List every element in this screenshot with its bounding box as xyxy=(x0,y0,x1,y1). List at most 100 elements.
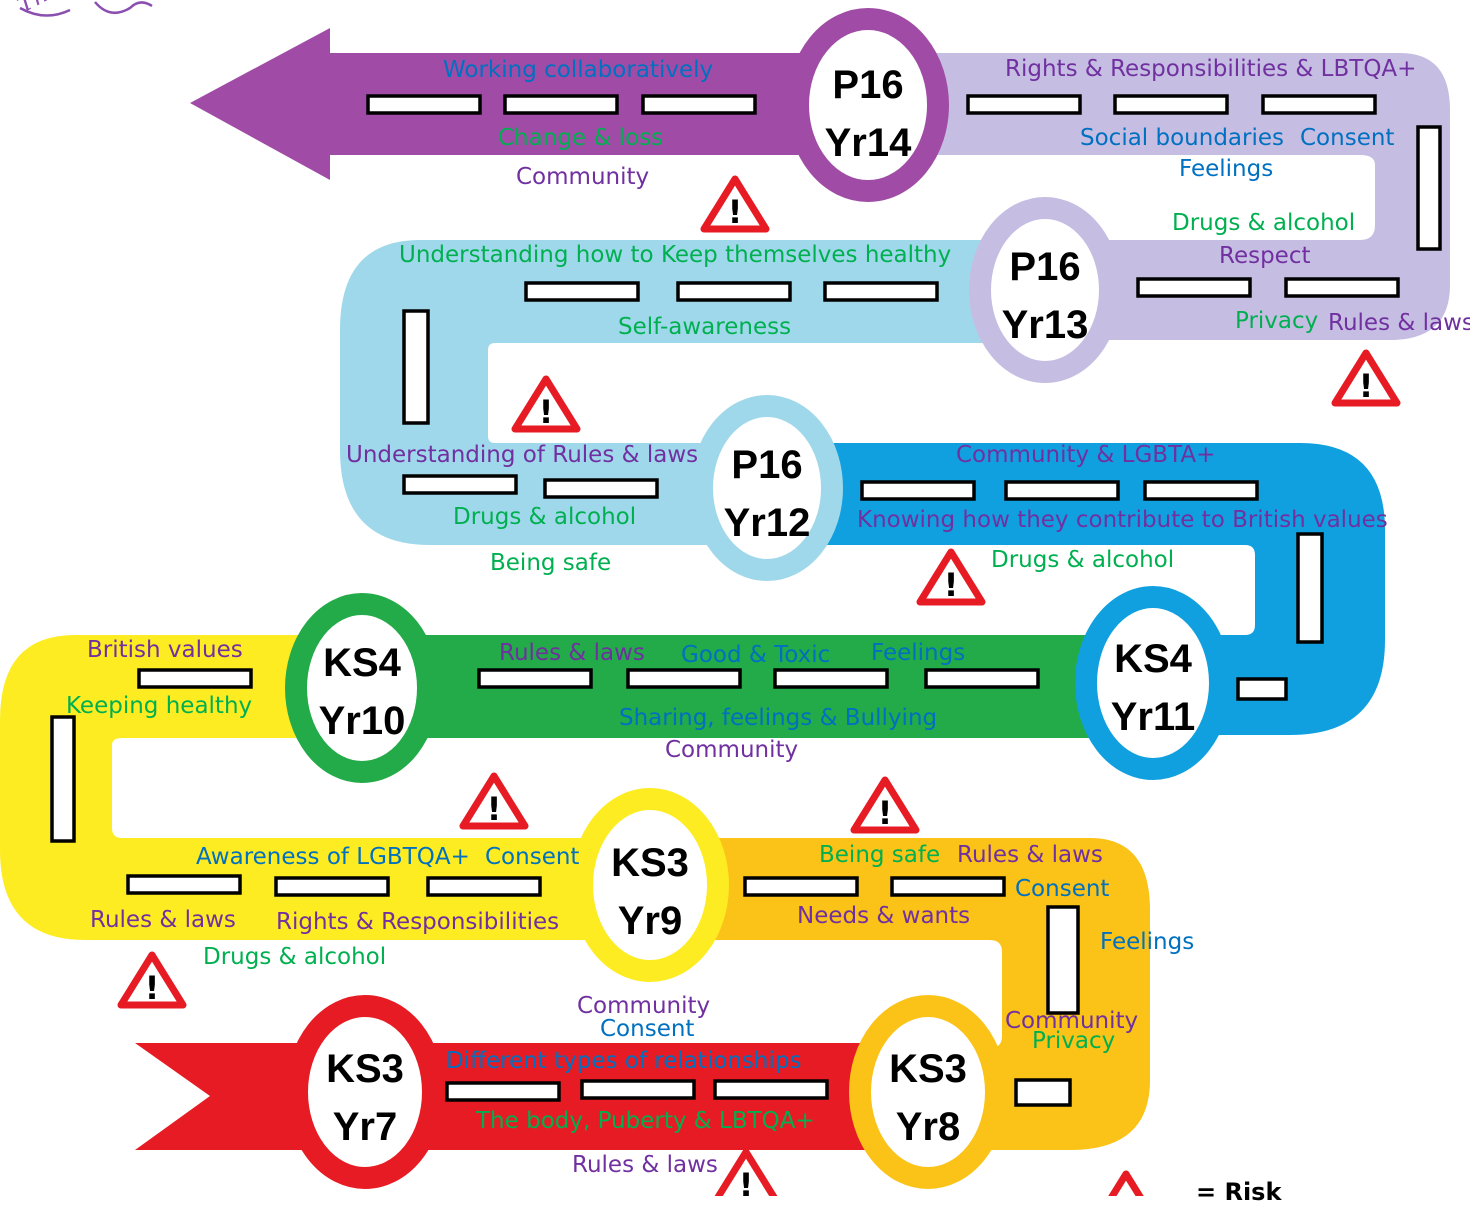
stage-circle-yr11 xyxy=(1075,586,1231,780)
topic-label: Understanding how to Keep themselves hea… xyxy=(399,242,952,268)
topic-label: Rules & laws xyxy=(90,907,236,933)
stage-circle-yr10 xyxy=(285,593,439,783)
topic-label: Drugs & alcohol xyxy=(203,944,387,970)
topic-label: Drugs & alcohol xyxy=(453,504,637,530)
topic-label: Rights & Responsibilities xyxy=(276,909,560,935)
topic-label: Consent xyxy=(600,1016,695,1042)
road-yr9-orange xyxy=(650,838,1150,1150)
topic-label: Community xyxy=(577,993,711,1019)
topic-label: Community xyxy=(1005,1008,1139,1034)
stage-circle-yr7 xyxy=(286,995,444,1189)
stage-year: Yr8 xyxy=(895,1105,961,1149)
topic-label: Privacy xyxy=(1235,308,1319,334)
stage-name: P16 xyxy=(1009,245,1081,289)
stage-name: KS4 xyxy=(1114,637,1192,681)
topic-label: Community xyxy=(516,164,650,190)
stage-year: Yr7 xyxy=(332,1105,398,1149)
risk-icon: ! xyxy=(700,175,770,233)
stage-name: KS3 xyxy=(326,1047,404,1091)
road-yr12-lightblue xyxy=(340,240,1045,545)
risk-icon: ! xyxy=(459,772,529,830)
stage-name: P16 xyxy=(832,63,904,107)
legend-risk-icon xyxy=(1108,1170,1144,1196)
stage-name: KS4 xyxy=(323,641,401,685)
topic-label: Working collaboratively xyxy=(443,57,714,83)
topic-label: Drugs & alcohol xyxy=(991,547,1175,573)
topic-label: Being safe xyxy=(819,842,941,868)
stage-name: KS3 xyxy=(611,841,689,885)
road-yr10-yellow xyxy=(0,635,650,940)
topic-label: Drugs & alcohol xyxy=(1172,210,1356,236)
topic-label: Community & LGBTA+ xyxy=(956,442,1216,468)
stage-circle-yr14 xyxy=(787,8,949,202)
svg-text:!: ! xyxy=(145,969,160,1007)
topic-label: Feelings xyxy=(1100,929,1195,955)
stage-name: KS3 xyxy=(889,1047,967,1091)
risk-icon: ! xyxy=(916,548,986,606)
topic-label: Feelings xyxy=(871,640,966,666)
risk-icons: ! ! ! ! ! ! ! ! xyxy=(117,175,1401,1196)
risk-icon: ! xyxy=(511,375,581,433)
topic-label: Rules & laws xyxy=(572,1152,718,1178)
topic-label: Rights & Responsibilities & LBTQA+ xyxy=(1005,56,1417,82)
risk-icon: ! xyxy=(1331,349,1401,407)
stage-name: P16 xyxy=(731,443,803,487)
stage-year: Yr13 xyxy=(1001,303,1089,347)
risk-icon: ! xyxy=(714,1148,778,1196)
risk-icon: ! xyxy=(117,951,187,1009)
topic-label: Social boundaries xyxy=(1080,125,1285,151)
stage-year: Yr10 xyxy=(318,699,406,743)
stage-year: Yr9 xyxy=(617,899,683,943)
topic-label: Needs & wants xyxy=(797,903,971,929)
topic-label: Self-awareness xyxy=(618,314,792,340)
topic-label: Awareness of LGBTQA+ xyxy=(196,844,470,870)
stage-circle-yr13 xyxy=(969,197,1121,383)
svg-text:!: ! xyxy=(539,393,554,431)
topic-label: Consent xyxy=(1300,125,1395,151)
svg-text:!: ! xyxy=(728,193,743,231)
topic-label: Sharing, feelings & Bullying xyxy=(619,705,938,731)
topic-label: The body, Puberty & LBTQA+ xyxy=(476,1108,815,1134)
topic-label: Feelings xyxy=(1179,156,1274,182)
stage-circle-yr9 xyxy=(571,788,729,982)
stage-circle-yr8 xyxy=(849,995,1007,1189)
logo-swirl xyxy=(19,1,153,17)
topic-label: Being safe xyxy=(490,550,612,576)
stage-year: Yr14 xyxy=(824,121,912,165)
stage-circle-yr12 xyxy=(691,395,843,581)
topic-label: Consent xyxy=(1015,876,1110,902)
svg-text:!: ! xyxy=(1359,367,1374,405)
stage-year: Yr11 xyxy=(1110,695,1196,739)
topic-label: Community xyxy=(665,737,799,763)
topic-label: Change & loss xyxy=(498,125,664,151)
road-markings xyxy=(50,94,1442,1107)
svg-text:!: ! xyxy=(944,566,959,604)
topic-label: Rules & laws xyxy=(1328,310,1470,336)
topic-label: Understanding of Rules & laws xyxy=(346,442,699,468)
topic-label: Consent xyxy=(485,844,580,870)
road-yr13-lavender xyxy=(880,53,1450,340)
stage-year: Yr12 xyxy=(723,501,811,545)
topic-label: Rules & laws xyxy=(499,640,645,666)
topic-label: Different types of relationships xyxy=(446,1048,802,1074)
legend-risk-label: = Risk xyxy=(1196,1178,1282,1206)
topic-label: Keeping healthy xyxy=(66,693,253,719)
topic-label: Respect xyxy=(1219,243,1311,269)
topic-label: Privacy xyxy=(1032,1028,1116,1054)
road-yr10-green xyxy=(360,635,1150,738)
topic-label: British values xyxy=(87,637,243,663)
svg-text:!: ! xyxy=(487,790,502,828)
topic-label: Rules & laws xyxy=(957,842,1103,868)
svg-text:!: ! xyxy=(739,1166,754,1196)
topic-label: Knowing how they contribute to British v… xyxy=(857,507,1388,533)
road-yr11-blue xyxy=(770,443,1385,735)
